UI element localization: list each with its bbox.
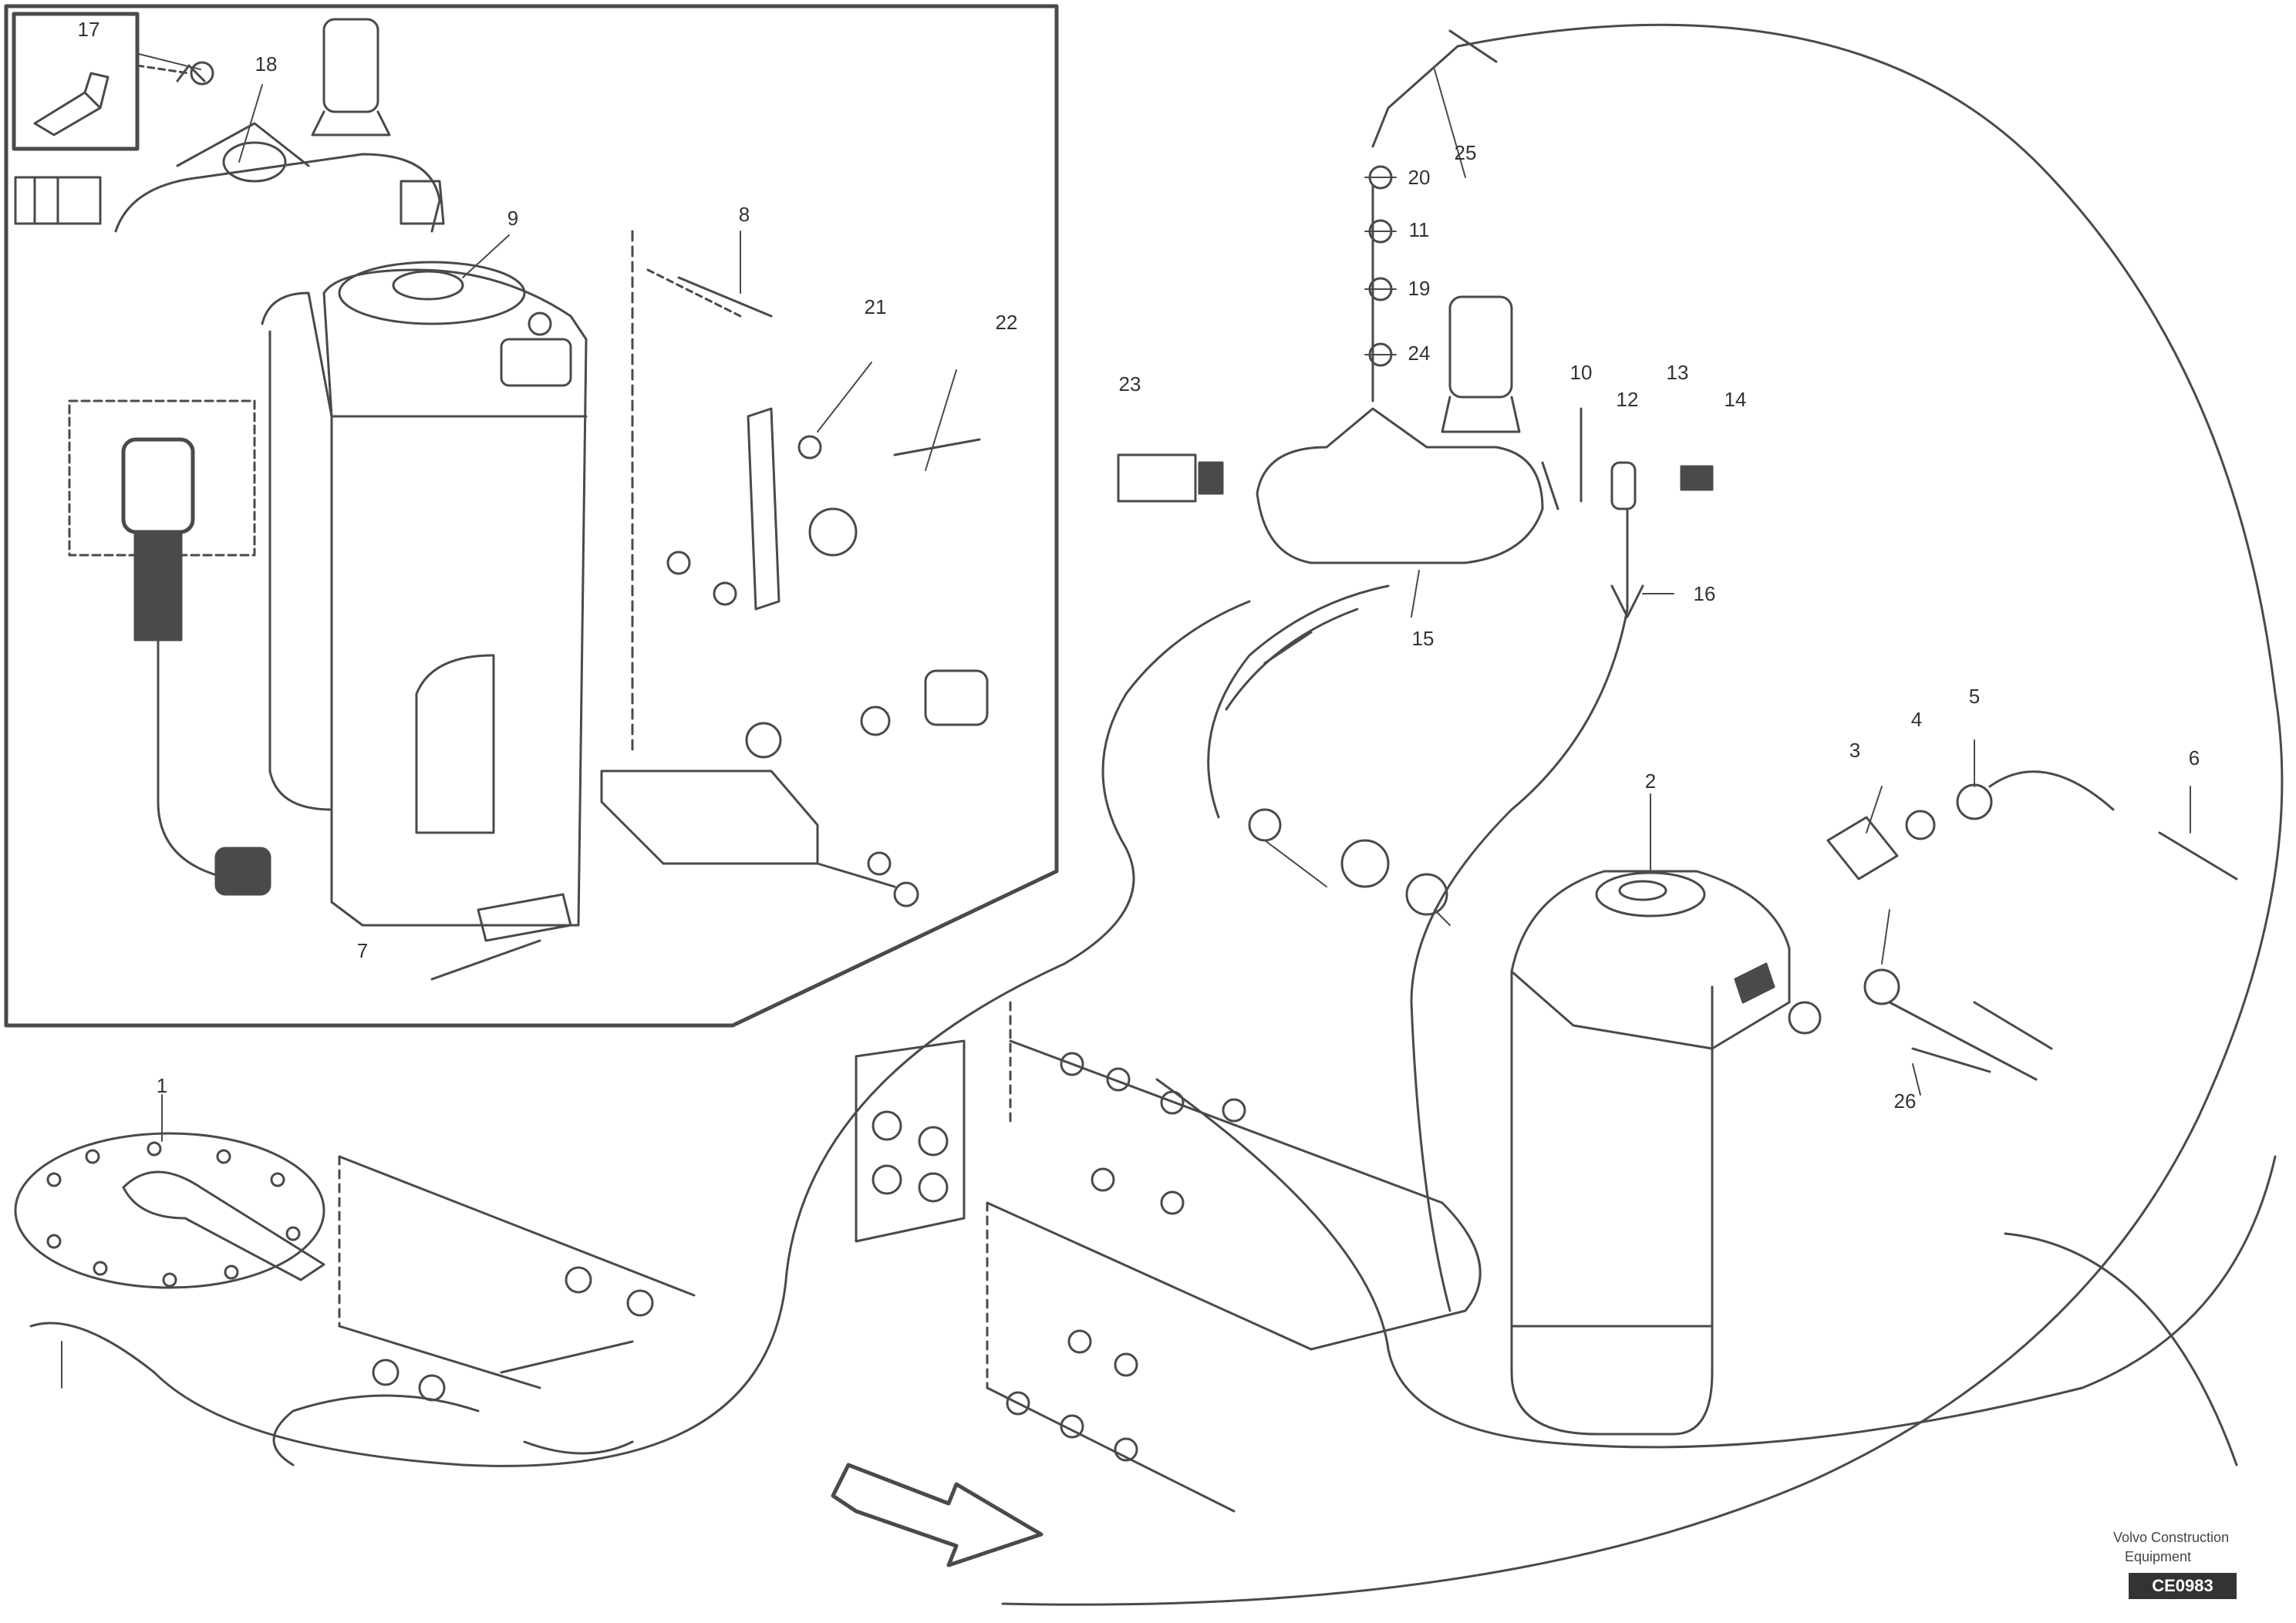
callout-labels: 17 18 9 7 8 21 22 20 19 23 11 24 25 10 1… [78,18,2200,1113]
callout-label: 12 [1617,388,1639,411]
callout-leaders [61,53,2191,1389]
callout-label: 17 [78,18,100,41]
main-flange-cover [14,1132,696,1402]
inset-mounting-bracket [430,230,989,981]
callout-label: 23 [1119,372,1141,396]
main-hydraulic-tank [1510,870,1791,1436]
detail-inset-frame [4,4,1059,1028]
return-hose-loop [1001,23,2284,1606]
callout-label: 14 [1725,388,1747,411]
callout-label: 13 [1667,361,1689,384]
main-pressure-hose [1207,584,1629,1312]
callout-label: 16 [1694,582,1716,605]
callout-label: 5 [1969,685,1980,708]
drawing-code: CE0983 [2152,1576,2213,1595]
direction-arrow [831,1463,1043,1567]
callout-label: 22 [996,311,1018,334]
main-manifold-block [855,1001,1482,1513]
callout-label: 11 [1409,218,1430,241]
callout-label: 19 [1408,277,1431,300]
inset-pump-assembly [14,18,445,233]
drawing-code-box [2129,1573,2237,1599]
callout-label: 8 [739,203,750,226]
callout-label: 15 [1412,627,1435,650]
callout-label: 7 [357,939,368,962]
callout-label: 25 [1455,141,1477,164]
elbow-fitting-subview [33,72,110,136]
main-drain-hose [29,600,2277,1467]
callout-label: 1 [157,1074,167,1097]
callout-label: 4 [1911,708,1922,731]
main-valve-assembly [1117,165,1714,618]
callout-label: 20 [1408,166,1431,189]
callout-label: 6 [2189,746,2200,769]
callout-label: 21 [865,295,887,318]
inset-hydraulic-tank [261,261,588,927]
main-tank-fittings [1788,770,2238,1081]
drawing-reference: Volvo Construction Equipment CE0983 [2113,1530,2237,1599]
callout-label: 18 [255,52,278,76]
callout-label: 24 [1408,342,1431,365]
callout-label: 2 [1645,769,1656,793]
callout-label: 26 [1894,1089,1917,1113]
inset-suction-filter [68,399,271,896]
callout-label: 3 [1849,739,1860,762]
callout-label: 9 [507,207,518,230]
callout-label: 10 [1570,361,1593,384]
reference-line-1: Volvo Construction [2113,1530,2229,1545]
reference-line-2: Equipment [2125,1549,2191,1564]
